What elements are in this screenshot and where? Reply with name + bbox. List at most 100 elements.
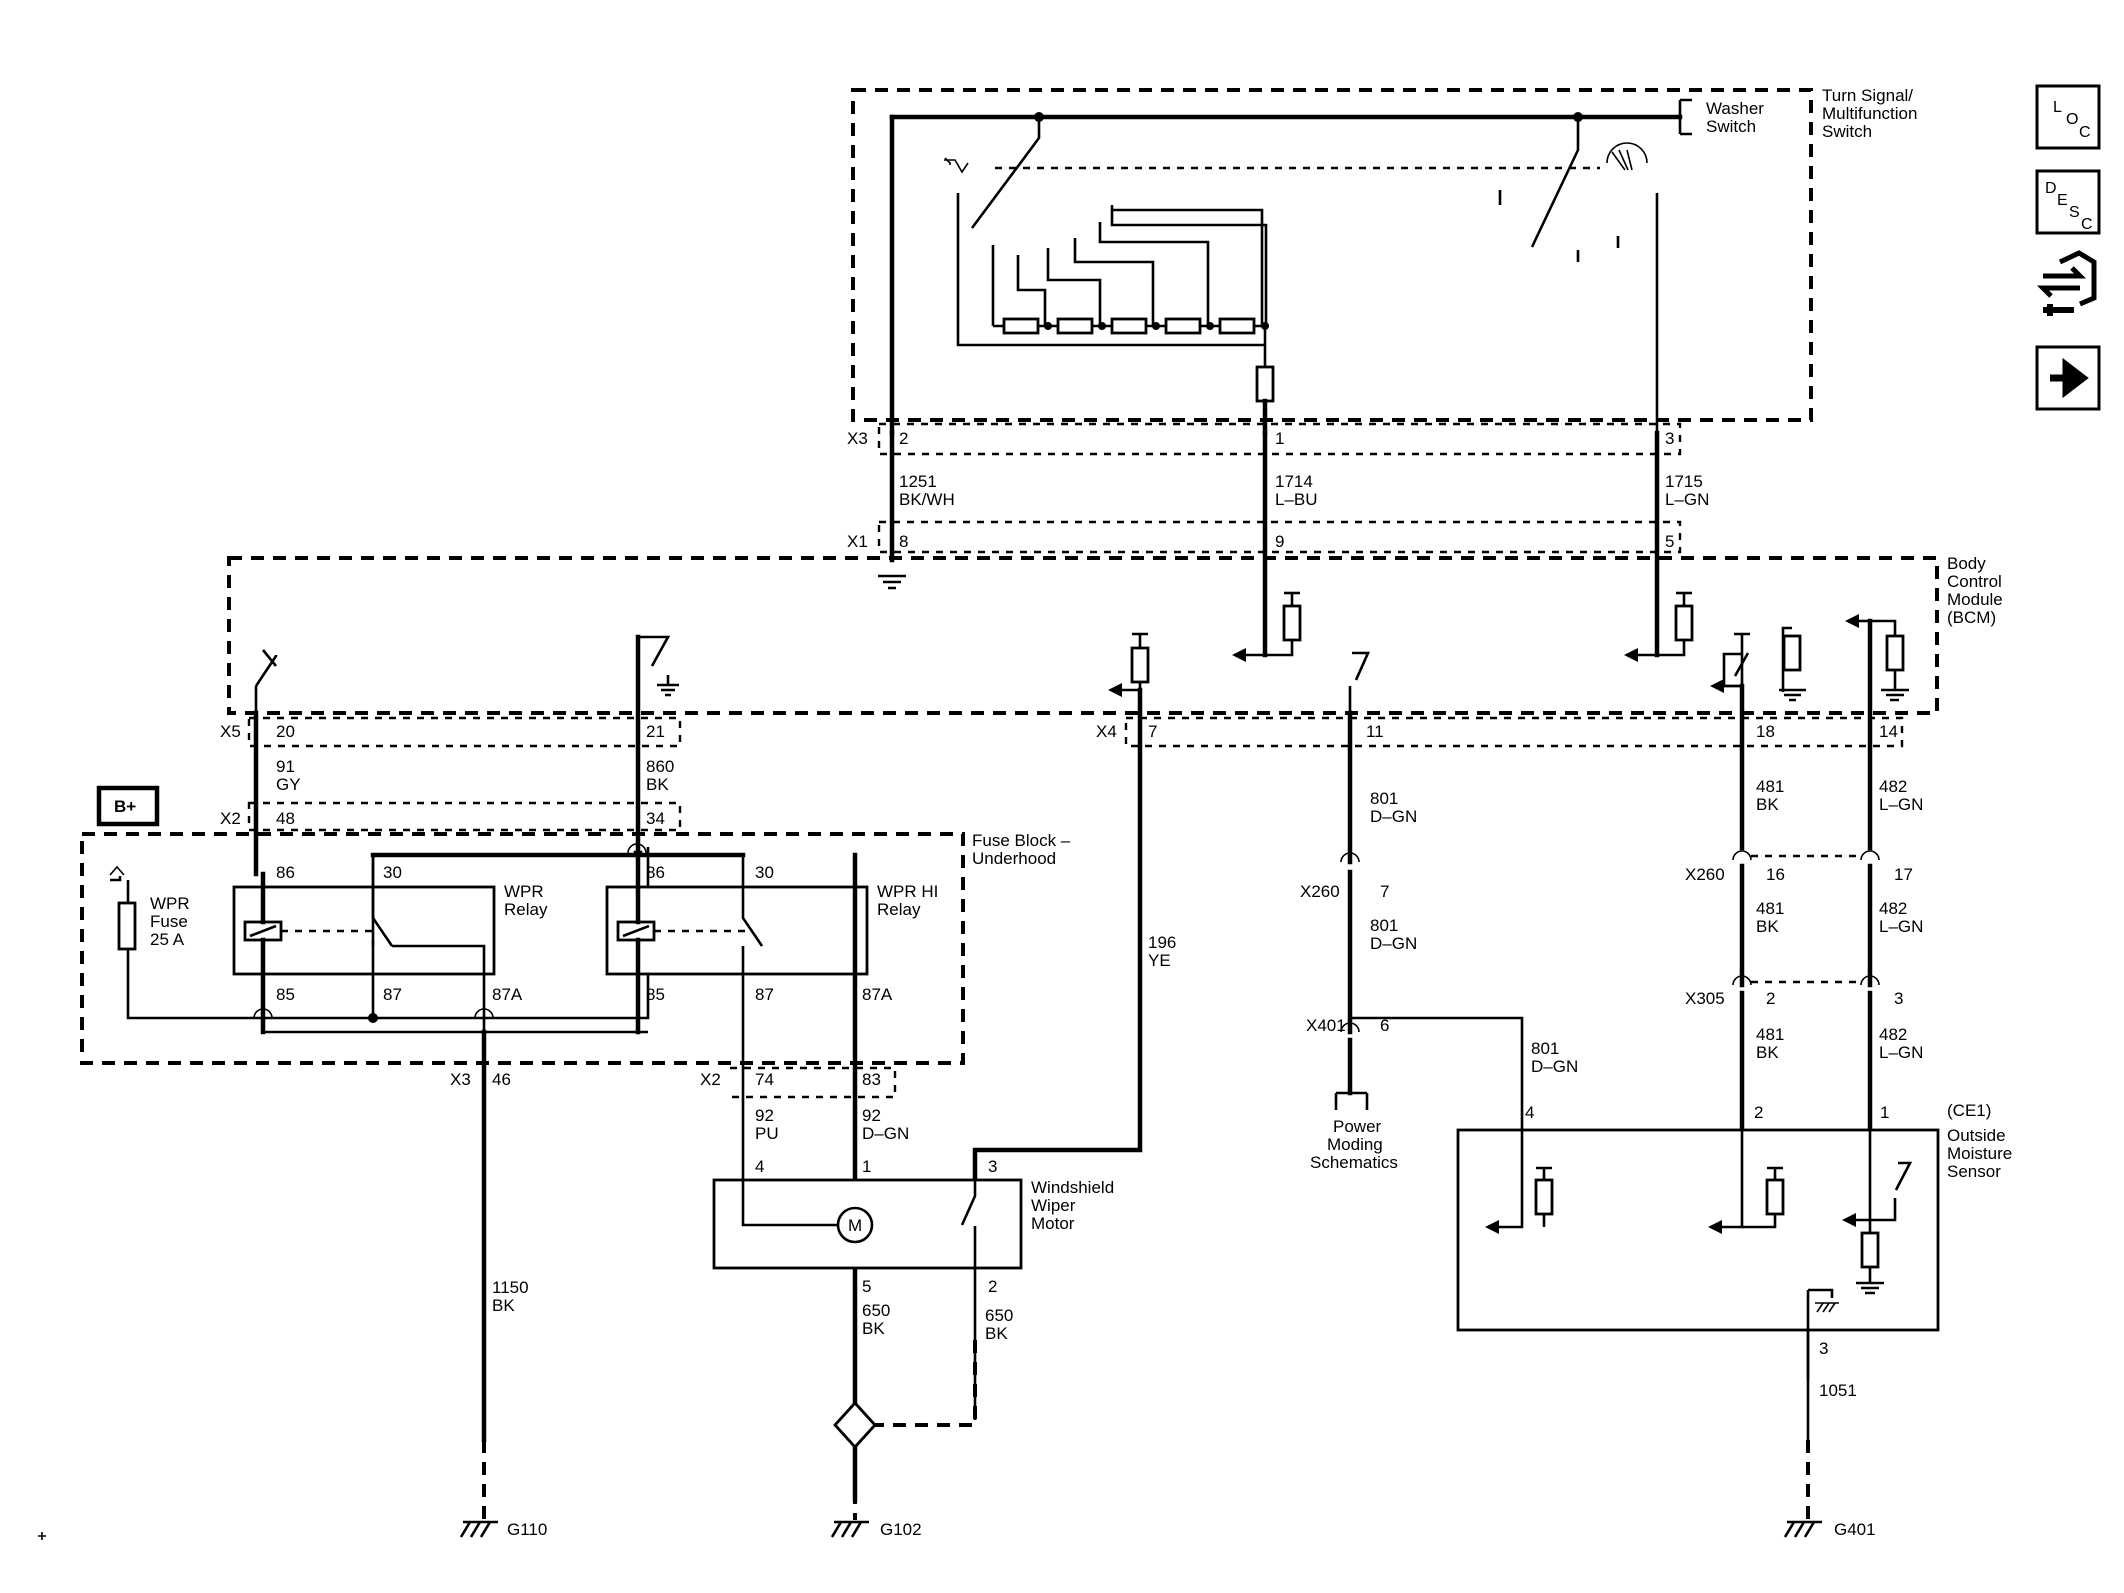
desc-letter: S	[2069, 204, 2080, 221]
ground-g102: G102	[830, 1520, 922, 1539]
wire-number: 801	[1531, 1039, 1559, 1058]
pin-label: 14	[1879, 722, 1898, 741]
pin-label: 86	[276, 863, 295, 882]
pin-label: 11	[1366, 722, 1384, 741]
ground-g401: G401	[1783, 1520, 1876, 1539]
wire-number: 481	[1756, 777, 1784, 796]
pin-label: 46	[492, 1070, 511, 1089]
wire-color: YE	[1148, 951, 1171, 970]
pin-label: 7	[1380, 882, 1389, 901]
power-moding-label-1: Power	[1333, 1117, 1382, 1136]
pin-label: 2	[1766, 989, 1775, 1008]
washer-switch-label-2: Switch	[1706, 117, 1756, 136]
wire-number: 650	[985, 1306, 1013, 1325]
wire-color: BK	[646, 775, 669, 794]
ground-symbol-icon	[878, 574, 906, 590]
description-button[interactable]: D E S C	[2035, 169, 2101, 235]
switch-label-line1: Turn Signal/	[1822, 86, 1913, 105]
ground-label: G110	[507, 1520, 547, 1539]
motor-symbol: M	[848, 1216, 862, 1235]
connector-end-view-icon	[2036, 250, 2097, 307]
wire-number: 1714	[1275, 472, 1313, 491]
pin-label: 20	[276, 722, 295, 741]
pin-label: 85	[276, 985, 295, 1004]
connector-x305-label: X305	[1685, 989, 1725, 1008]
fuse-block-label-1: Fuse Block –	[972, 831, 1071, 850]
wpr-hi-relay: 86 30 WPR HI Relay 85 87 87A	[605, 850, 938, 1035]
wire-number: 482	[1879, 899, 1907, 918]
wire-color: BK/WH	[899, 490, 955, 509]
wire-number: 196	[1148, 933, 1176, 952]
wire-color: L–GN	[1879, 1043, 1923, 1062]
connector-x5-label: X5	[220, 722, 241, 741]
wire-number: 1251	[899, 472, 937, 491]
wire-number: 92	[755, 1106, 774, 1125]
connector-x2-label: X2	[220, 809, 241, 828]
bcm-label-line2: Control	[1947, 572, 2002, 591]
desc-letter: E	[2057, 192, 2068, 209]
wire-color: BK	[985, 1324, 1008, 1343]
pin-label: 86	[646, 863, 665, 882]
wire-color: D–GN	[1370, 807, 1417, 826]
pin-label: 3	[1819, 1339, 1828, 1358]
fuse-label-2: Fuse	[150, 912, 188, 931]
relay-label-2: Relay	[877, 900, 921, 919]
pin-label: 18	[1756, 722, 1775, 741]
wire-color: L–GN	[1879, 917, 1923, 936]
next-page-button[interactable]	[2035, 345, 2101, 411]
connector-x260-label: X260	[1300, 882, 1340, 901]
wire-color: PU	[755, 1124, 779, 1143]
connector-x4-label: X4	[1096, 722, 1117, 741]
pin-label: 87	[755, 985, 774, 1004]
pin-label: 30	[383, 863, 402, 882]
wire-color: BK	[1756, 917, 1779, 936]
bcm-label-line3: Module	[1947, 590, 2003, 609]
wire-color: D–GN	[862, 1124, 909, 1143]
connector-end-view-button[interactable]	[2036, 250, 2097, 316]
pin-label: 4	[1525, 1103, 1534, 1122]
relay-label-2: Relay	[504, 900, 548, 919]
sensor-label-2: Outside	[1947, 1126, 2006, 1145]
wire-color: L–GN	[1665, 490, 1709, 509]
pin-label: 85	[646, 985, 665, 1004]
wire-number: 860	[646, 757, 674, 776]
relay-label-1: WPR HI	[877, 882, 938, 901]
location-button[interactable]: L O C	[2035, 84, 2101, 150]
ground-label: G102	[880, 1520, 922, 1539]
sensor-label-3: Moisture	[1947, 1144, 2012, 1163]
connector-x260-label: X260	[1685, 865, 1725, 884]
motor-label-2: Wiper	[1031, 1196, 1076, 1215]
desc-letter: D	[2045, 180, 2057, 197]
pin-label: 3	[1665, 429, 1674, 448]
wire-number: 92	[862, 1106, 881, 1125]
splice-diamond-icon	[833, 1400, 877, 1450]
wire-number: 1051	[1819, 1381, 1857, 1400]
pin-label: 34	[646, 809, 665, 828]
loc-letter: O	[2066, 111, 2078, 128]
pin-label: 16	[1766, 865, 1785, 884]
motor-label-3: Motor	[1031, 1214, 1075, 1233]
pin-label: 87A	[492, 985, 523, 1004]
wire-color: L–BU	[1275, 490, 1318, 509]
wire-number: 482	[1879, 1025, 1907, 1044]
chassis-ground-icon	[459, 1520, 498, 1538]
loc-letter: C	[2079, 124, 2091, 141]
pin-label: 8	[899, 532, 908, 551]
fuse-label-1: WPR	[150, 894, 190, 913]
wire-color: L–GN	[1879, 795, 1923, 814]
switch-connector-x3: X3 2 1 3	[847, 422, 1682, 456]
pin-label: 1	[1880, 1103, 1889, 1122]
loc-letter: L	[2053, 99, 2062, 116]
pin-label: 2	[988, 1277, 997, 1296]
connector-x3-label: X3	[847, 429, 868, 448]
pin-label: 4	[755, 1157, 764, 1176]
power-moding-label-3: Schematics	[1310, 1153, 1398, 1172]
fuse-label-3: 25 A	[150, 930, 185, 949]
pin-label: 21	[646, 722, 665, 741]
wire-number: 650	[862, 1301, 890, 1320]
turn-signal-multifunction-switch: Turn Signal/ Multifunction Switch Washer…	[851, 86, 1917, 436]
pin-label: 48	[276, 809, 295, 828]
wire-color: D–GN	[1531, 1057, 1578, 1076]
bcm-label-line4: (BCM)	[1947, 608, 1996, 627]
ground-g110: G110	[459, 1520, 547, 1539]
